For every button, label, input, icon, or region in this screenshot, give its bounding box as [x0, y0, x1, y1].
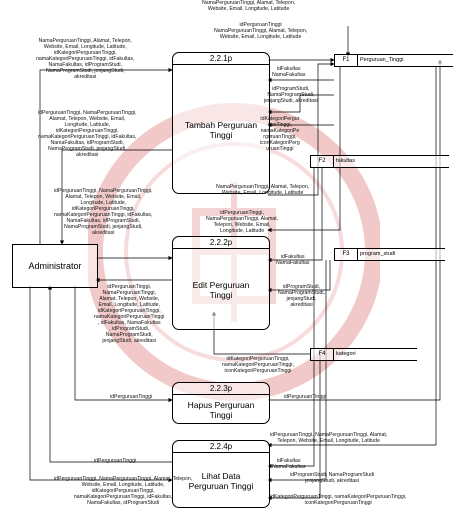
flow-label-p1-f1: idPerguruanTinggi NamaPerguruanTinggi, A…: [214, 22, 308, 40]
process-tambah: 2.2.1p Tambah Perguruan Tinggi: [172, 52, 270, 194]
flow-label-p2-f1: NamaPerguruanTinggi, Alamat, Telepon, We…: [216, 184, 310, 196]
flow-label-f1-p2: idPerguruanTinggi, NamaPerguruanTinggi, …: [206, 210, 279, 234]
flow-label-f4-p4: idKategoriPerguruanTinggi, namaKategoriP…: [270, 494, 407, 506]
flow-label-f2-p4: idFakultas NamaFakultas: [272, 458, 306, 470]
process-number: 2.2.2p: [173, 237, 269, 249]
flow-label-f4-p1: idKategoriPergur uanTinggi, namaKategori…: [260, 116, 300, 152]
flow-label-p2-admin: idPerguruanTinggi, NamaPerguruanTinggi, …: [94, 284, 165, 344]
process-lihat: 2.2.4p Lihat Data Perguruan Tinggi: [172, 440, 270, 508]
store-name: Perguruan_Tinggi: [360, 57, 404, 63]
process-number: 2.2.4p: [173, 441, 269, 453]
flow-label-f2-p1: idFakultas NamaFakultas: [272, 66, 306, 78]
flow-label-f4-p2: idKategoriPerguruanTinggi, namaKategoriP…: [222, 356, 294, 374]
flow-label-f2-p2: idFakultas NamaFakultas: [276, 254, 310, 266]
flow-label-admin-p2: idPerguruanTinggi, NamaPerguruanTinggi, …: [54, 188, 153, 236]
process-number: 2.2.3p: [173, 383, 269, 395]
process-name: Tambah Perguruan Tinggi: [184, 119, 258, 140]
store-name: program_studi: [360, 251, 396, 257]
flow-label-p1-admin: idPerguruanTinggi, NamaPerguruanTinggi, …: [38, 110, 137, 158]
store-name: kategori: [336, 351, 356, 357]
data-store-f2: F2 fakultas: [310, 155, 449, 168]
process-name: Lihat Data Perguruan Tinggi: [188, 470, 254, 491]
external-entity-administrator: Administrator: [12, 244, 98, 288]
flow-label-top-in: NamaPerguruanTinggi, Alamat, Telepon, We…: [202, 0, 296, 12]
store-id: F1: [335, 55, 358, 66]
flow-label-f1-p4: idPerguruanTinggi, NamaPerguruanTinggi, …: [270, 432, 388, 444]
process-number: 2.2.1p: [173, 53, 269, 65]
data-store-f4: F4 kategori: [310, 348, 417, 361]
process-hapus: 2.2.3p Hapus Perguruan Tinggi: [172, 382, 270, 424]
flow-label-p4-admin: idPerguruanTinggi, NamaPerguruanTinggi, …: [54, 476, 193, 506]
flow-label-admin-p4: idPerguruanTinggi: [94, 458, 137, 464]
flow-label-p3-f1: idPerguruanTinggi: [284, 394, 327, 400]
process-name: Edit Perguruan Tinggi: [192, 279, 250, 300]
process-edit: 2.2.2p Edit Perguruan Tinggi: [172, 236, 270, 330]
data-store-f3: F3 program_studi: [334, 248, 445, 261]
entity-label: Administrator: [28, 261, 82, 271]
flow-label-f3-p4: idProgramStudi, NamaProgramStudi jenjang…: [290, 472, 375, 484]
flow-label-admin-p3: idPerguruanTinggi: [110, 394, 153, 400]
data-store-f1: F1 Perguruan_Tinggi: [334, 54, 453, 67]
store-id: F4: [311, 349, 334, 360]
store-name: fakultas: [336, 158, 355, 164]
flow-label-admin-p1: NamaPerguruanTinggi, Alamat, Telepon, We…: [36, 38, 135, 80]
store-id: F2: [311, 156, 334, 167]
store-id: F3: [335, 249, 358, 260]
flow-label-f3-p1: idProgramStudi, NamaProgramStudi, jenjan…: [264, 86, 318, 104]
flow-label-f3-p2: idProgramStudi, NamaProgramStudi, jenjan…: [278, 284, 325, 308]
process-name: Hapus Perguruan Tinggi: [187, 399, 255, 420]
